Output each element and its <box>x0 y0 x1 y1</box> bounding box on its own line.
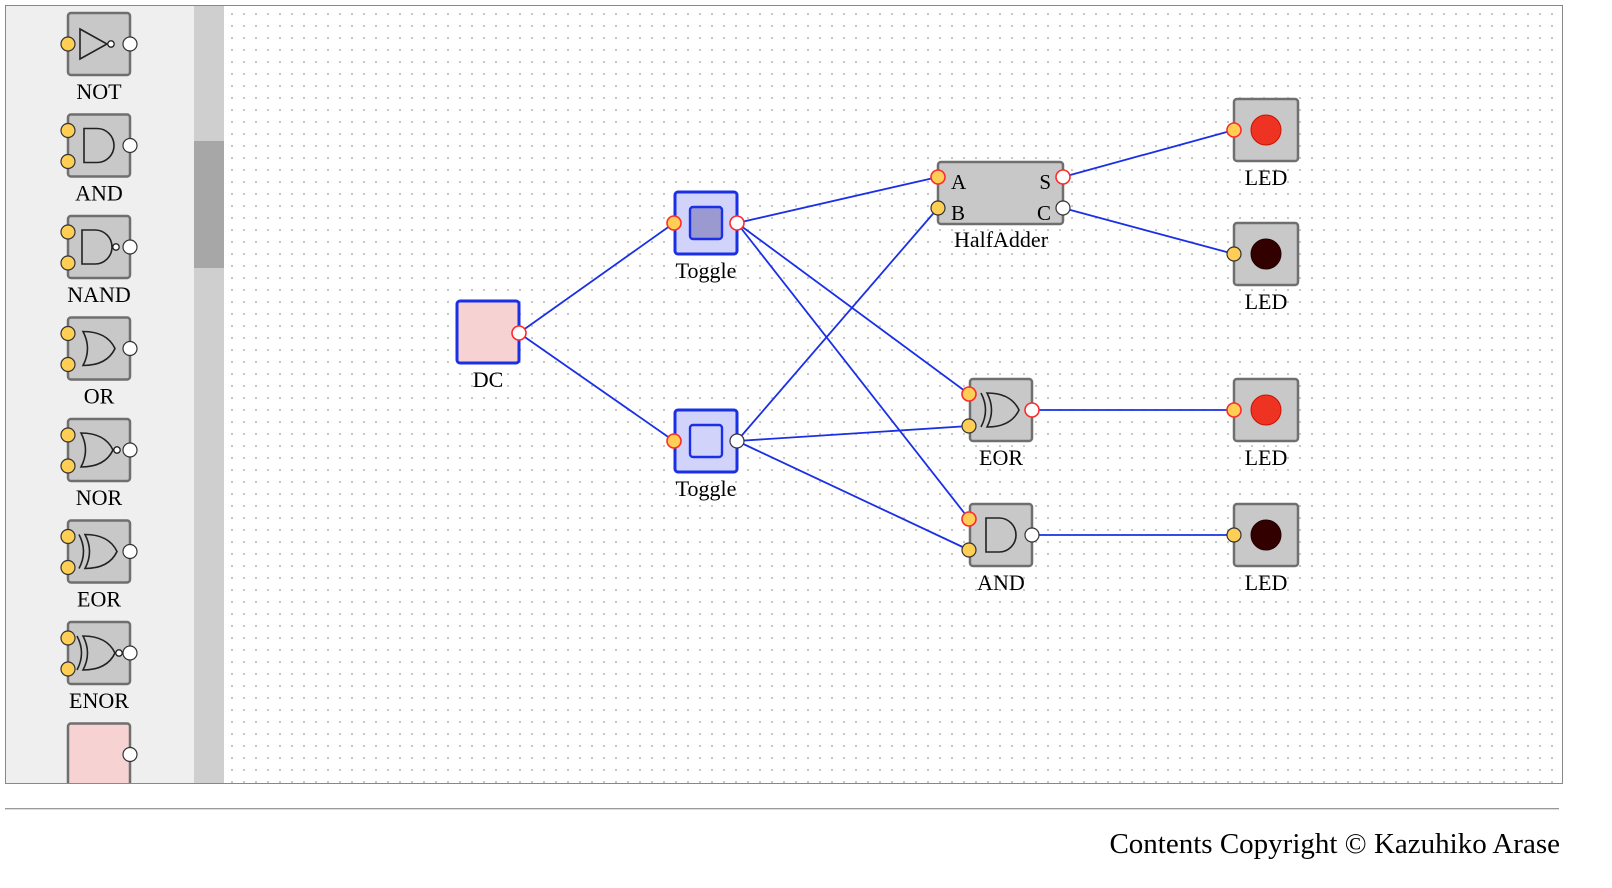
palette-scrollbar-thumb[interactable] <box>194 141 224 268</box>
palette-nand-output-pin[interactable] <box>122 239 138 255</box>
palette-not-output-pin[interactable] <box>122 36 138 52</box>
nor-gate-icon-bubble <box>113 446 121 454</box>
toggle-bottom-input-pin[interactable] <box>666 433 682 449</box>
palette-item-label: NOT <box>76 79 122 104</box>
palette-or-input-b-pin[interactable] <box>60 356 76 373</box>
toggle-top-switch-button[interactable] <box>688 205 724 241</box>
circuit-workspace[interactable] <box>224 6 1562 783</box>
footer-divider <box>5 808 1559 810</box>
palette-item-nand[interactable]: NAND <box>60 214 138 307</box>
nand-gate-icon <box>81 229 113 265</box>
toggle-bottom[interactable]: Toggle <box>666 408 745 501</box>
palette-nand-input-a-pin[interactable] <box>60 224 76 240</box>
palette-nand-input-b-pin[interactable] <box>60 255 76 271</box>
toggle-bottom-label: Toggle <box>676 476 737 501</box>
eor-gate-icon <box>83 533 118 570</box>
toggle-bottom-switch-button[interactable] <box>688 423 724 459</box>
toggle-top[interactable]: Toggle <box>666 190 745 283</box>
palette-not-input-pin[interactable] <box>60 36 76 52</box>
palette-eor-input-b-pin[interactable] <box>60 559 76 576</box>
enor-gate-icon-xor-arc <box>76 635 83 671</box>
enor-gate-icon <box>81 635 116 671</box>
palette-item-label: ENOR <box>69 688 129 713</box>
eor-gate-icon-xor-arc <box>78 534 85 569</box>
not-gate-icon-bubble <box>107 40 115 48</box>
simulator-frame <box>5 5 1563 784</box>
palette-eor-output-pin[interactable] <box>122 543 138 560</box>
palette-item-dc[interactable] <box>66 722 138 786</box>
palette-nor-input-b-pin[interactable] <box>60 458 76 474</box>
palette-item-label: NAND <box>67 282 131 307</box>
palette-eor-input-a-pin[interactable] <box>60 528 76 545</box>
palette-item-label: EOR <box>77 587 121 612</box>
palette-item-nor[interactable]: NOR <box>60 417 138 510</box>
palette-enor-input-a-pin[interactable] <box>60 630 76 646</box>
palette-and-input-a-pin[interactable] <box>60 122 76 139</box>
palette-enor-output-pin[interactable] <box>122 645 138 661</box>
palette-item-label: OR <box>84 384 115 409</box>
palette-scrollbar[interactable] <box>194 6 224 783</box>
palette-item-and[interactable]: AND <box>60 113 138 206</box>
palette-nor-input-a-pin[interactable] <box>60 427 76 443</box>
palette-item-label: NOR <box>76 485 123 510</box>
and-gate-icon <box>83 127 115 164</box>
palette-dc-output-pin[interactable] <box>122 746 138 763</box>
nor-gate-icon <box>79 432 114 468</box>
palette-nor-output-pin[interactable] <box>122 442 138 458</box>
palette-item-label: AND <box>75 181 123 206</box>
toggle-bottom-output-pin[interactable] <box>729 433 745 449</box>
not-gate-icon <box>79 27 109 61</box>
palette-and-output-pin[interactable] <box>122 137 138 154</box>
palette-or-input-a-pin[interactable] <box>60 325 76 342</box>
nand-gate-icon-bubble <box>112 243 120 251</box>
palette-item-eor[interactable]: EOR <box>60 519 138 612</box>
palette-item-enor[interactable]: ENOR <box>60 620 138 713</box>
copyright-text: Contents Copyright © Kazuhiko Arase <box>1109 828 1560 860</box>
palette-item-or[interactable]: OR <box>60 316 138 409</box>
toggle-top-input-pin[interactable] <box>666 215 682 231</box>
palette-item-not[interactable]: NOT <box>60 11 138 104</box>
toggle-top-label: Toggle <box>676 258 737 283</box>
palette-enor-input-b-pin[interactable] <box>60 661 76 677</box>
palette-dc-body[interactable] <box>66 722 132 786</box>
palette-layer: NOT AND NAND OR NOR EOR ENOR <box>60 11 138 786</box>
or-gate-icon <box>81 330 116 367</box>
enor-gate-icon-bubble <box>115 649 123 657</box>
palette-or-output-pin[interactable] <box>122 340 138 357</box>
palette-and-input-b-pin[interactable] <box>60 153 76 170</box>
toggle-top-output-pin[interactable] <box>729 215 745 231</box>
